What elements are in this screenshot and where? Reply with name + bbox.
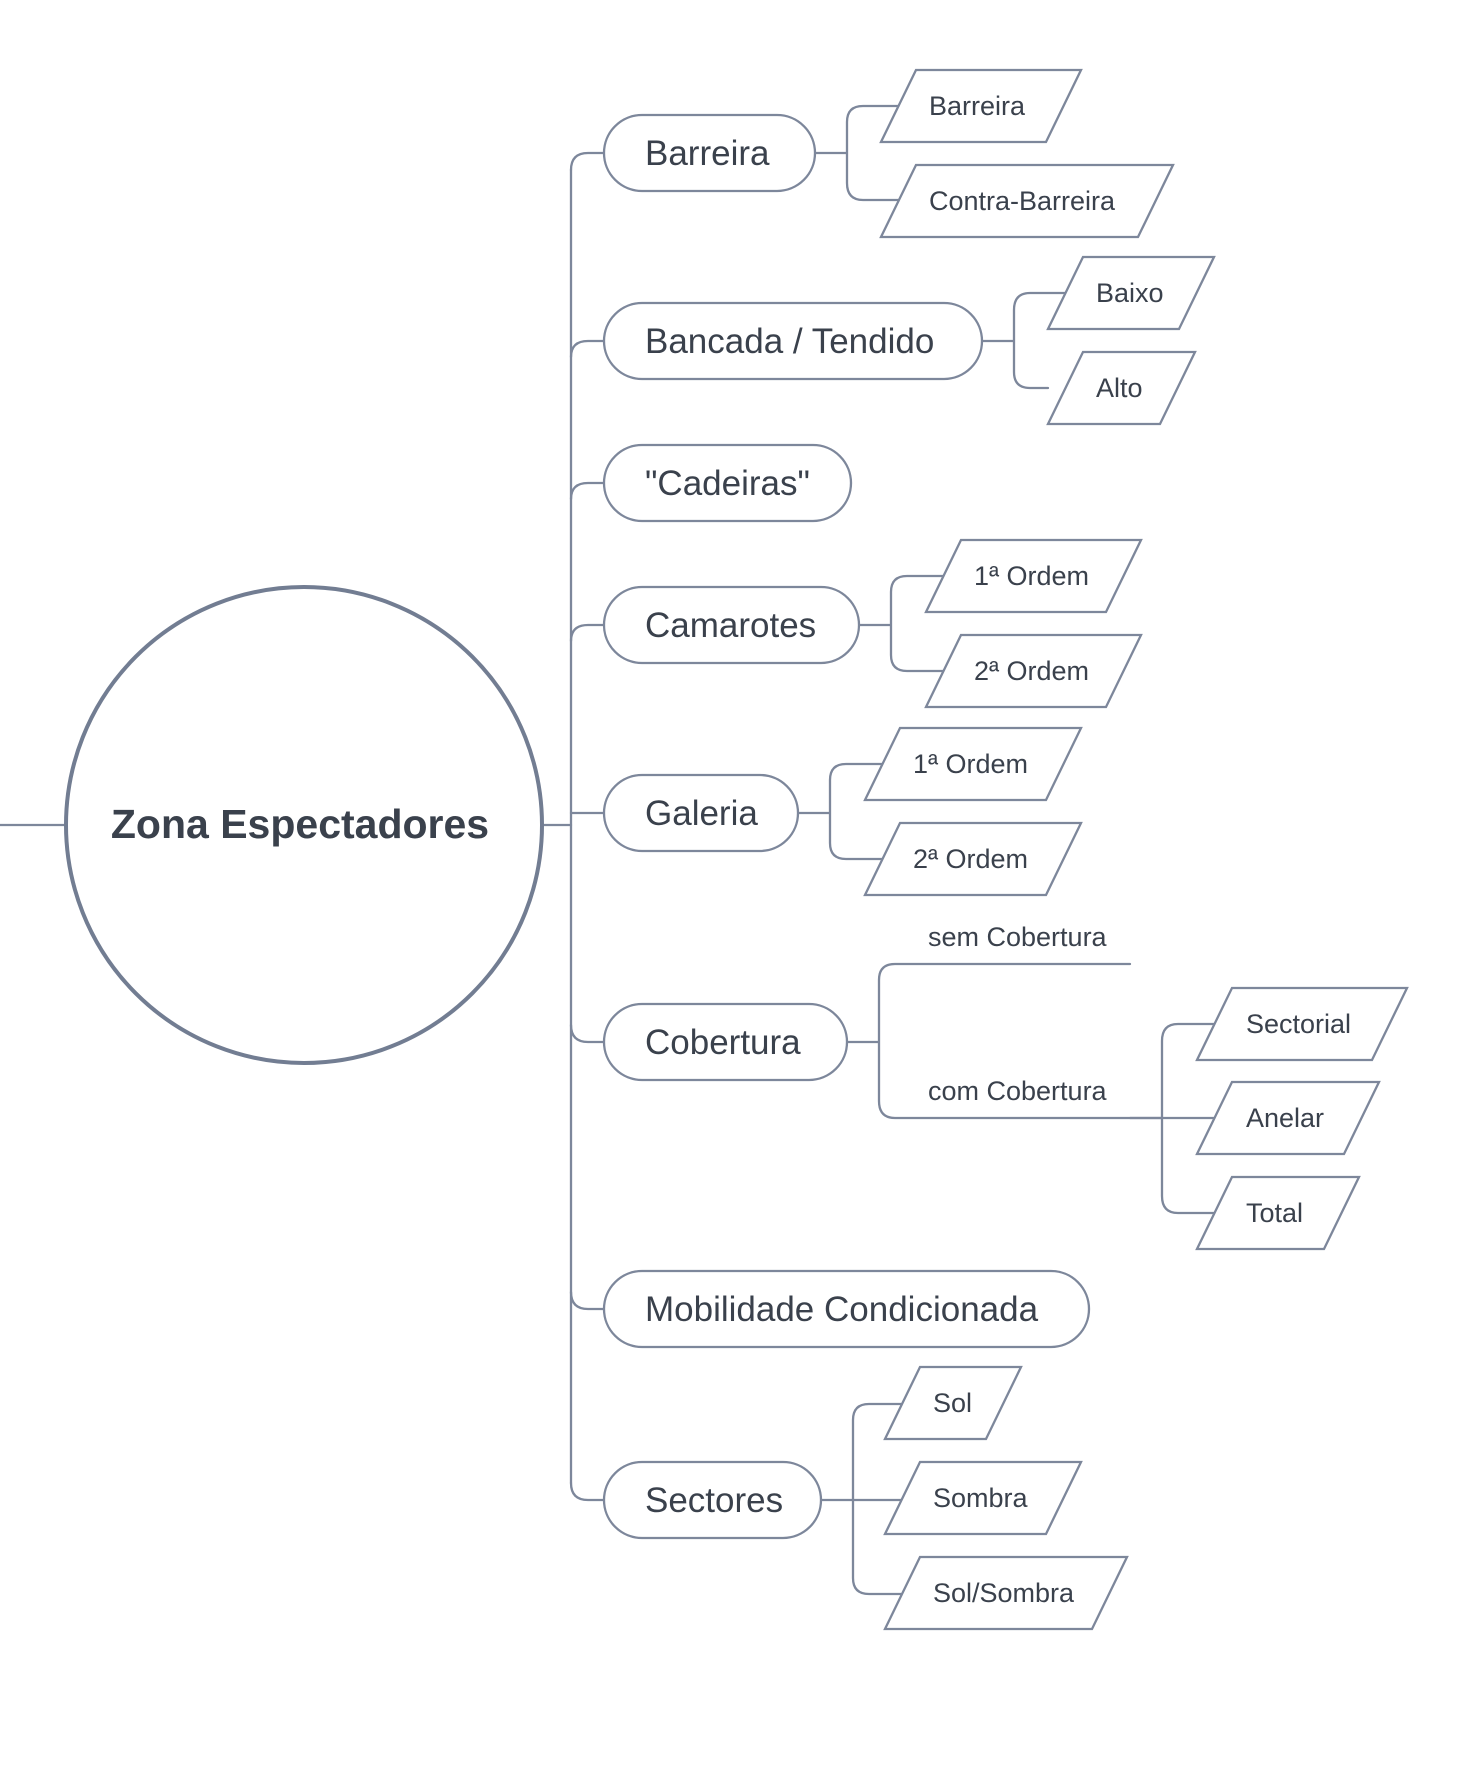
branch-pill (602, 301, 984, 381)
root-circle (64, 585, 544, 1065)
connector-barreira-children (813, 104, 901, 202)
branch-barreira[interactable]: Barreira (602, 113, 817, 193)
branch-label: "Cadeiras" (645, 464, 810, 503)
leaf-shape (924, 538, 1143, 614)
leaf-barreira[interactable]: Barreira (879, 68, 1083, 144)
leaf-camarotes-1a-ordem[interactable]: 1ª Ordem (924, 538, 1143, 614)
connector-barreira (569, 151, 606, 172)
branch-label: Camarotes (645, 606, 816, 645)
leaf-shape (883, 1365, 1023, 1441)
leaf-label: Anelar (1246, 1103, 1324, 1133)
leaf-label: 2ª Ordem (913, 844, 1028, 874)
leaf-shape (863, 821, 1083, 897)
leaf-label: 2ª Ordem (974, 656, 1089, 686)
connector-camarotes (569, 623, 606, 643)
branch-bancada-tendido[interactable]: Bancada / Tendido (602, 301, 984, 381)
connector-cadeiras (569, 481, 606, 501)
branch-mobilidade-condicionada[interactable]: Mobilidade Condicionada (602, 1269, 1091, 1349)
leaf-label: Contra-Barreira (929, 186, 1116, 216)
leaf-sol-sombra[interactable]: Sol/Sombra (883, 1555, 1129, 1631)
branch-label: Cobertura (645, 1023, 801, 1062)
leaf-shape (924, 633, 1143, 709)
leaf-label: Barreira (929, 91, 1026, 121)
leaf-sectorial[interactable]: Sectorial (1195, 986, 1409, 1062)
connector-sectores-children (819, 1402, 903, 1596)
connector-cobertura (569, 1023, 606, 1044)
leaf-label: Sol (933, 1388, 972, 1418)
leaf-baixo[interactable]: Baixo (1046, 255, 1216, 331)
leaf-shape (883, 1555, 1129, 1631)
leaf-contra-barreira[interactable]: Contra-Barreira (879, 163, 1175, 239)
leaf-alto[interactable]: Alto (1046, 350, 1197, 426)
leaf-label: Sectorial (1246, 1009, 1351, 1039)
branch-label: Sectores (645, 1481, 783, 1520)
leaf-galeria-1a-ordem[interactable]: 1ª Ordem (863, 726, 1083, 802)
leaf-shape (879, 163, 1175, 239)
leaf-label: 1ª Ordem (974, 561, 1089, 591)
branch-label: Galeria (645, 794, 758, 833)
branch-pill (602, 113, 817, 193)
leaf-anelar[interactable]: Anelar (1195, 1080, 1381, 1156)
leaf-label: 1ª Ordem (913, 749, 1028, 779)
branch-cadeiras[interactable]: "Cadeiras" (602, 443, 853, 523)
branch-sectores[interactable]: Sectores (602, 1460, 823, 1540)
connector-bancada (569, 339, 606, 359)
topic-sem-cobertura[interactable]: sem Cobertura (928, 922, 1108, 952)
branch-pill (602, 443, 853, 523)
branch-galeria[interactable]: Galeria (602, 773, 800, 853)
leaf-label: Baixo (1096, 278, 1164, 308)
connector-camarotes-children (857, 574, 945, 673)
leaf-shape (863, 726, 1083, 802)
branch-pill (602, 1460, 823, 1540)
branch-label: Barreira (645, 134, 770, 173)
leaf-shape (1195, 986, 1409, 1062)
root-topic[interactable]: Zona Espectadores (64, 585, 544, 1065)
leaf-shape (879, 68, 1083, 144)
branch-pill (602, 1002, 849, 1082)
leaf-label: Sol/Sombra (933, 1578, 1075, 1608)
leaf-sol[interactable]: Sol (883, 1365, 1023, 1441)
connector-bancada-children (980, 291, 1068, 390)
branch-label: Mobilidade Condicionada (645, 1290, 1039, 1329)
connector-com-cobertura-children (1128, 1022, 1217, 1215)
leaf-galeria-2a-ordem[interactable]: 2ª Ordem (863, 821, 1083, 897)
leaf-shape (883, 1460, 1083, 1536)
connector-sectores (569, 1481, 606, 1502)
leaf-shape (1046, 255, 1216, 331)
topic-com-cobertura[interactable]: com Cobertura (928, 1076, 1108, 1106)
leaf-label: Sombra (933, 1483, 1029, 1513)
leaf-label: Total (1246, 1198, 1303, 1228)
branch-camarotes[interactable]: Camarotes (602, 585, 861, 665)
leaf-sombra[interactable]: Sombra (883, 1460, 1083, 1536)
branch-pill (602, 585, 861, 665)
branch-label: Bancada / Tendido (645, 322, 934, 361)
leaf-shape (1195, 1175, 1361, 1251)
root-label: Zona Espectadores (111, 801, 489, 847)
connector-mobilidade (569, 1290, 606, 1311)
leaf-total[interactable]: Total (1195, 1175, 1361, 1251)
connector-galeria-children (796, 762, 885, 861)
leaf-shape (1195, 1080, 1381, 1156)
leaf-camarotes-2a-ordem[interactable]: 2ª Ordem (924, 633, 1143, 709)
leaf-label: Alto (1096, 373, 1143, 403)
branch-pill (602, 1269, 1091, 1349)
branch-pill (602, 773, 800, 853)
connector-cobertura-topics (845, 962, 1164, 1120)
branch-cobertura[interactable]: Cobertura (602, 1002, 849, 1082)
leaf-shape (1046, 350, 1197, 426)
